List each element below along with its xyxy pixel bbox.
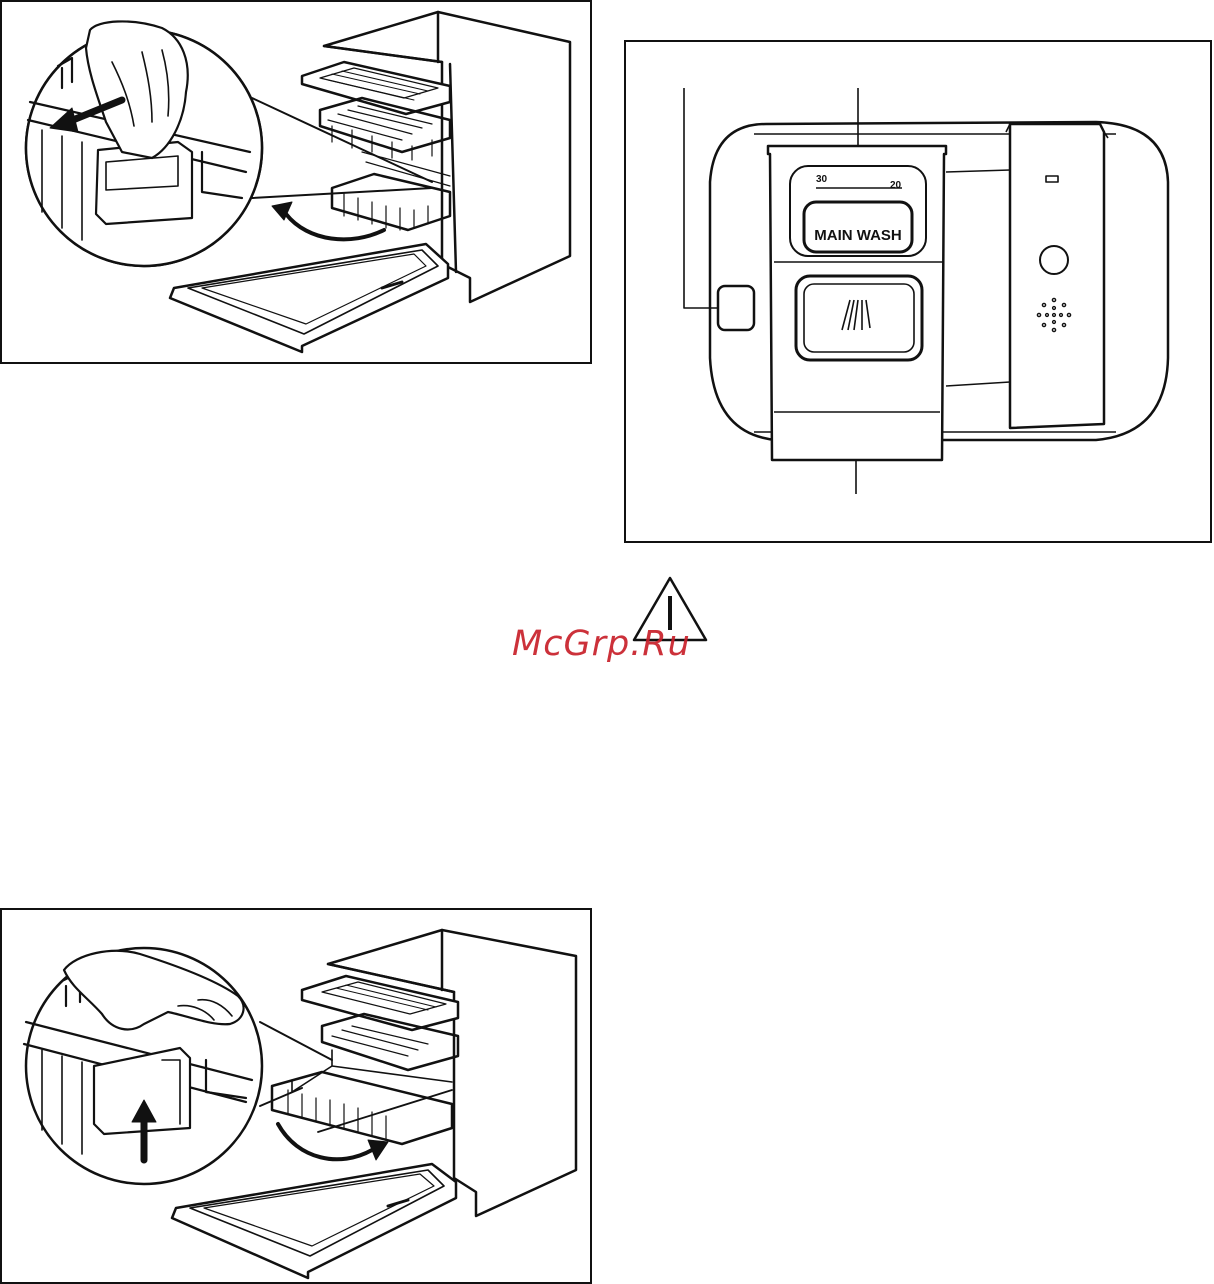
dose-scale-max: 20: [890, 180, 902, 191]
main-wash-label: MAIN WASH: [814, 227, 902, 244]
figure-detergent-dispenser: 30 20 MAIN WASH: [624, 40, 1212, 543]
figure-remove-basket: [0, 0, 592, 364]
dishwasher-illustration-open: [2, 2, 590, 362]
dispenser-illustration: 30 20 MAIN WASH: [626, 42, 1210, 541]
watermark: McGrp.Ru: [512, 624, 732, 664]
dose-scale-min: 30: [816, 174, 828, 185]
dishwasher-illustration-insert: [2, 910, 590, 1282]
figure-insert-basket: [0, 908, 592, 1284]
